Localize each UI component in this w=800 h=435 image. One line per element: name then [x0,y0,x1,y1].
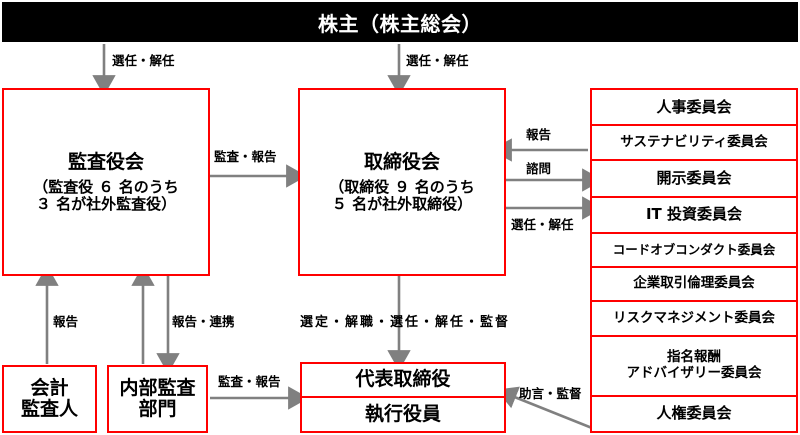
label-board-appoint-committees: 選任・解任 [511,217,574,232]
committee-item[interactable]: IT 投資委員会 [590,195,798,234]
board-of-directors-detail-line1: （取締役 ９ 名のうち [329,178,475,197]
audit-board-detail-line2: ３ 名が社外監査役） [35,194,177,213]
label-accounting-auditor-report: 報告 [53,314,79,329]
committee-item-line: 指名報酬 [667,349,721,366]
box-representative-director[interactable]: 代表取締役 [300,362,506,398]
committee-item[interactable]: コードオブコンダクト委員会 [590,231,798,268]
committee-item[interactable]: リスクマネジメント委員会 [590,300,798,337]
board-of-directors-title: 取締役会 [363,151,440,174]
committee-item-line: アドバイザリー委員会 [626,364,762,381]
label-internal-audit-report-liaison: 報告・連携 [172,314,235,329]
box-audit-board[interactable]: 監査役会 （監査役 ６ 名のうち ３ 名が社外監査役） [2,88,210,276]
committee-item[interactable]: 人事委員会 [590,88,798,127]
committee-item[interactable]: 企業取引倫理委員会 [590,265,798,303]
audit-board-title: 監査役会 [67,151,144,174]
audit-board-detail-line1: （監査役 ６ 名のうち [33,178,179,197]
box-board-of-directors[interactable]: 取締役会 （取締役 ９ 名のうち ５ 名が社外取締役） [298,88,506,276]
label-audit-board-to-board: 監査・報告 [214,149,277,164]
box-executive-officer[interactable]: 執行役員 [300,396,506,433]
committee-item[interactable]: 開示委員会 [590,159,798,198]
accounting-auditor-line2: 監査人 [20,398,78,420]
committee-item[interactable]: 人権委員会 [590,394,798,433]
box-accounting-auditor[interactable]: 会計 監査人 [2,365,97,433]
internal-audit-line1: 内部監査 [119,376,196,399]
label-shareholders-to-audit-board: 選任・解任 [112,53,175,68]
board-of-directors-detail-line2: ５ 名が社外取締役） [331,194,473,213]
internal-audit-line2: 部門 [138,398,177,420]
label-board-to-representative: 選定・解職・選任・解任・監督 [300,315,511,330]
representative-director-label: 代表取締役 [355,368,451,391]
committee-item[interactable]: 指名報酬アドバイザリー委員会 [590,334,798,397]
label-committees-report: 報告 [526,127,552,142]
box-internal-audit-department[interactable]: 内部監査 部門 [107,365,208,433]
committee-item[interactable]: サステナビリティ委員会 [590,124,798,162]
shareholders-bar: 株主（株主総会） [2,2,798,42]
accounting-auditor-line1: 会計 [30,376,69,399]
label-board-consult: 諮問 [526,161,552,176]
label-internal-audit-to-representative: 監査・報告 [218,374,281,389]
executive-officer-label: 執行役員 [364,402,441,425]
label-shareholders-to-board: 選任・解任 [406,53,469,68]
label-committees-advice-supervision: 助言・監督 [519,386,582,401]
